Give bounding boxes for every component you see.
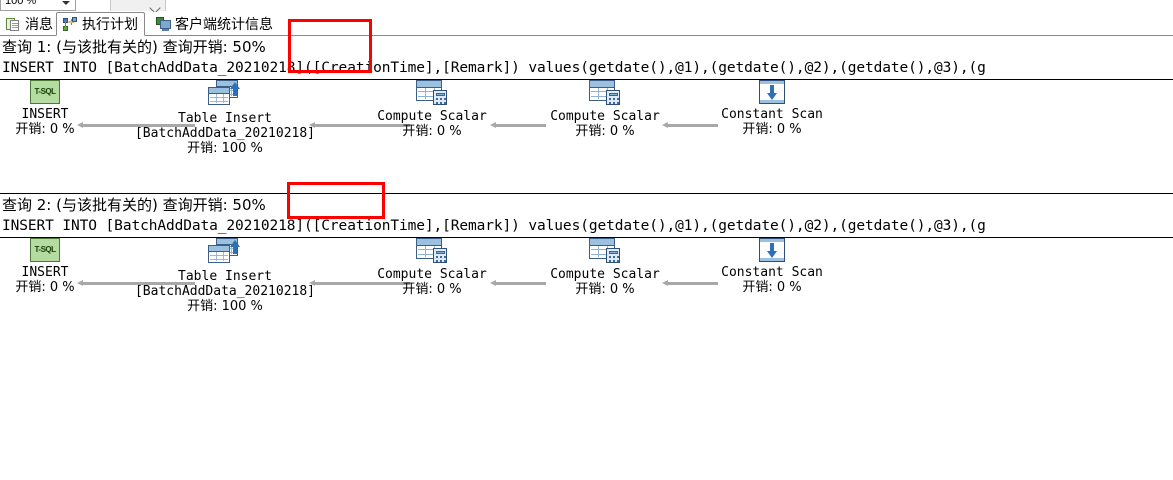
connector-compute1-to-tableinsert [309, 280, 410, 286]
plan-node-insert-cost: 开销: 0 % [15, 122, 75, 137]
query-2-divider [0, 237, 1173, 238]
results-tabbar: 消息 ✛ 执行计划 客户端统计信息 [0, 12, 1173, 36]
query-1-plan-canvas: T-SQL INSERT 开销: 0 % Table Insert [Batch… [0, 80, 1173, 158]
plan-node-compute-scalar-2[interactable]: Compute Scalar 开销: 0 % [539, 238, 671, 297]
zoom-strip: 100 % [0, 0, 1173, 12]
query-plan-2: 查询 2: (与该批有关的) 查询开销: 50% INSERT INTO [Ba… [0, 193, 1173, 316]
messages-icon [6, 17, 21, 32]
plan-node-compute-scalar-2-caption: Compute Scalar [550, 267, 660, 282]
zoom-combo[interactable]: 100 % [0, 0, 76, 11]
plan-node-table-insert-caption: Table Insert [178, 269, 272, 284]
plan-node-compute-scalar-1-cost: 开销: 0 % [402, 124, 462, 139]
plan-node-compute-scalar-2-cost: 开销: 0 % [575, 124, 635, 139]
client-statistics-icon [156, 17, 171, 31]
compute-scalar-icon [416, 80, 448, 106]
query-2-sql: INSERT INTO [BatchAddData_20210218]([Cre… [2, 218, 986, 234]
plan-node-table-insert[interactable]: Table Insert [BatchAddData_20210218] 开销:… [128, 238, 322, 314]
plan-node-compute-scalar-1-caption: Compute Scalar [377, 267, 487, 282]
plan-node-constant-scan[interactable]: Constant Scan 开销: 0 % [714, 80, 830, 137]
plan-node-compute-scalar-2-caption: Compute Scalar [550, 109, 660, 124]
tab-execution-plan-label: 执行计划 [82, 17, 138, 33]
table-insert-icon [208, 80, 242, 108]
connector-tableinsert-to-insert [77, 280, 195, 286]
query-1-sql: INSERT INTO [BatchAddData_20210218]([Cre… [2, 60, 986, 76]
plan-node-compute-scalar-2[interactable]: Compute Scalar 开销: 0 % [539, 80, 671, 139]
plan-node-compute-scalar-1-cost: 开销: 0 % [402, 282, 462, 297]
connector-compute1-to-tableinsert [309, 122, 410, 128]
plan-node-constant-scan-cost: 开销: 0 % [742, 122, 802, 137]
connector-tableinsert-to-insert [77, 122, 195, 128]
compute-scalar-icon [589, 80, 621, 106]
plan-node-table-insert-object: [BatchAddData_20210218] [134, 284, 315, 299]
query-1-divider [0, 79, 1173, 80]
tsql-icon: T-SQL [30, 80, 60, 104]
plan-node-table-insert-cost: 开销: 100 % [187, 141, 263, 156]
zoom-value: 100 % [5, 0, 37, 7]
plan-node-insert-cost: 开销: 0 % [15, 280, 75, 295]
plan-node-insert-caption: INSERT [21, 265, 69, 280]
table-insert-icon [208, 238, 242, 266]
query-2-plan-canvas: T-SQL INSERT 开销: 0 % Table Insert [Batch… [0, 238, 1173, 316]
connector-constscan-to-compute2 [662, 280, 718, 286]
connector-compute2-to-compute1 [490, 280, 546, 286]
query-2-header: 查询 2: (与该批有关的) 查询开销: 50% [2, 196, 266, 214]
tsql-icon: T-SQL [30, 238, 60, 262]
execution-plan-icon: ✛ [63, 16, 78, 32]
plan-node-table-insert-object: [BatchAddData_20210218] [134, 126, 315, 141]
plan-node-constant-scan-cost: 开销: 0 % [742, 280, 802, 295]
query-plan-1: 查询 1: (与该批有关的) 查询开销: 50% INSERT INTO [Ba… [0, 36, 1173, 158]
plan-node-compute-scalar-1[interactable]: Compute Scalar 开销: 0 % [366, 80, 498, 139]
constant-scan-icon [759, 238, 785, 262]
plan-node-constant-scan-caption: Constant Scan [721, 265, 823, 280]
plan-node-insert[interactable]: T-SQL INSERT 开销: 0 % [6, 238, 84, 295]
plan-node-constant-scan[interactable]: Constant Scan 开销: 0 % [714, 238, 830, 295]
tab-messages[interactable]: 消息 [0, 12, 59, 36]
plan-node-constant-scan-caption: Constant Scan [721, 107, 823, 122]
query-2-top-divider [0, 193, 1173, 194]
plan-node-table-insert-caption: Table Insert [178, 111, 272, 126]
plan-node-table-insert-cost: 开销: 100 % [187, 299, 263, 314]
plan-node-table-insert[interactable]: Table Insert [BatchAddData_20210218] 开销:… [128, 80, 322, 156]
compute-scalar-icon [589, 238, 621, 264]
plan-node-compute-scalar-1[interactable]: Compute Scalar 开销: 0 % [366, 238, 498, 297]
tab-messages-label: 消息 [25, 17, 53, 33]
plan-node-insert-caption: INSERT [21, 107, 69, 122]
tab-client-statistics[interactable]: 客户端统计信息 [150, 12, 279, 36]
chevron-down-icon[interactable] [59, 0, 73, 9]
connector-compute2-to-compute1 [490, 122, 546, 128]
query-1-header: 查询 1: (与该批有关的) 查询开销: 50% [2, 38, 266, 56]
plan-node-compute-scalar-1-caption: Compute Scalar [377, 109, 487, 124]
plan-node-insert[interactable]: T-SQL INSERT 开销: 0 % [6, 80, 84, 137]
tab-client-statistics-label: 客户端统计信息 [175, 17, 273, 33]
connector-constscan-to-compute2 [662, 122, 718, 128]
result-grid-stub [110, 0, 166, 11]
tab-execution-plan[interactable]: ✛ 执行计划 [56, 12, 145, 36]
plan-node-compute-scalar-2-cost: 开销: 0 % [575, 282, 635, 297]
constant-scan-icon [759, 80, 785, 104]
compute-scalar-icon [416, 238, 448, 264]
